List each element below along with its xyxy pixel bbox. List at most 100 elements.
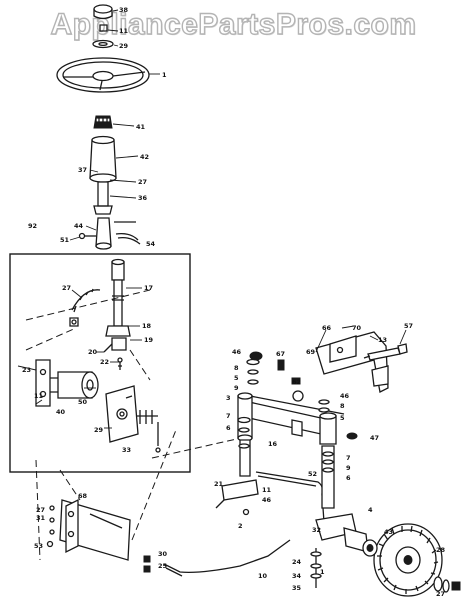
spindle-right[interactable] bbox=[315, 412, 369, 553]
part-label-46[interactable]: 46 bbox=[232, 348, 242, 356]
spindle-left[interactable] bbox=[215, 392, 259, 516]
part-label-42[interactable]: 42 bbox=[140, 153, 149, 161]
part-label-16[interactable]: 16 bbox=[268, 440, 278, 448]
part-label-5-right[interactable]: 5 bbox=[340, 414, 345, 422]
part-label-1[interactable]: 1 bbox=[162, 71, 167, 79]
part-label-54[interactable]: 54 bbox=[146, 240, 156, 248]
steering-washer[interactable] bbox=[92, 39, 114, 49]
part-label-43[interactable]: 43 bbox=[384, 528, 393, 536]
wheel-hardware[interactable] bbox=[433, 576, 461, 593]
part-label-25[interactable]: 25 bbox=[158, 562, 168, 570]
part-label-33[interactable]: 33 bbox=[122, 446, 131, 454]
part-label-20[interactable]: 20 bbox=[88, 348, 98, 356]
steering-bellows[interactable] bbox=[89, 135, 117, 183]
pinion-assembly[interactable] bbox=[103, 325, 131, 370]
part-label-69[interactable]: 69 bbox=[306, 348, 316, 356]
part-label-13[interactable]: 13 bbox=[378, 336, 387, 344]
part-label-38[interactable]: 38 bbox=[119, 6, 129, 14]
part-label-66[interactable]: 66 bbox=[322, 324, 332, 332]
cap-left[interactable] bbox=[249, 351, 263, 361]
part-label-37[interactable]: 37 bbox=[78, 166, 87, 174]
part-label-47[interactable]: 47 bbox=[370, 434, 379, 442]
part-label-5[interactable]: 5 bbox=[234, 374, 239, 382]
part-label-3[interactable]: 3 bbox=[226, 394, 231, 402]
steering-bracket-plate[interactable] bbox=[105, 385, 139, 443]
wheel-hub-left[interactable] bbox=[362, 539, 378, 557]
part-label-9[interactable]: 9 bbox=[234, 384, 239, 392]
part-label-50[interactable]: 50 bbox=[78, 398, 88, 406]
part-label-27-wheel[interactable]: 27 bbox=[436, 590, 445, 598]
steering-cap[interactable] bbox=[93, 4, 113, 20]
part-label-4[interactable]: 4 bbox=[368, 506, 373, 514]
part-label-67[interactable]: 67 bbox=[276, 350, 285, 358]
part-label-52[interactable]: 52 bbox=[308, 470, 317, 478]
drag-link[interactable] bbox=[163, 539, 291, 577]
part-label-24[interactable]: 24 bbox=[292, 558, 302, 566]
spindle-hardware-lower[interactable] bbox=[310, 548, 322, 588]
subassembly-box bbox=[9, 253, 191, 473]
part-label-1-lower[interactable]: 1 bbox=[320, 568, 325, 576]
part-label-21[interactable]: 21 bbox=[214, 480, 224, 488]
part-label-27-plate[interactable]: 27 bbox=[36, 506, 45, 514]
part-label-92[interactable]: 92 bbox=[28, 222, 37, 230]
part-label-17[interactable]: 17 bbox=[144, 284, 153, 292]
grease-fitting[interactable] bbox=[277, 359, 301, 385]
steering-shaft-upper[interactable] bbox=[93, 181, 113, 215]
part-label-11-spindle[interactable]: 11 bbox=[262, 486, 272, 494]
part-label-44[interactable]: 44 bbox=[74, 222, 84, 230]
part-label-41[interactable]: 41 bbox=[136, 123, 146, 131]
axle-support-bracket[interactable] bbox=[315, 331, 389, 393]
part-label-46-right[interactable]: 46 bbox=[340, 392, 350, 400]
washer-stack-right[interactable] bbox=[318, 399, 358, 473]
part-label-53[interactable]: 53 bbox=[34, 542, 43, 550]
cam-bearing[interactable] bbox=[42, 371, 99, 399]
part-label-8-right[interactable]: 8 bbox=[340, 402, 345, 410]
part-label-36[interactable]: 36 bbox=[138, 194, 148, 202]
steering-adapter[interactable] bbox=[93, 115, 113, 129]
mounting-plate-left[interactable] bbox=[59, 498, 131, 561]
part-label-11[interactable]: 11 bbox=[119, 27, 129, 35]
part-label-27[interactable]: 27 bbox=[138, 178, 147, 186]
part-label-10[interactable]: 10 bbox=[258, 572, 268, 580]
part-label-62[interactable]: 62 bbox=[292, 378, 301, 386]
part-label-23[interactable]: 23 bbox=[22, 366, 31, 374]
part-label-29-bracket[interactable]: 29 bbox=[94, 426, 104, 434]
part-label-22[interactable]: 22 bbox=[100, 358, 109, 366]
steering-wheel[interactable] bbox=[56, 57, 150, 93]
part-label-27-sector[interactable]: 27 bbox=[62, 284, 71, 292]
fastener-set-left[interactable] bbox=[46, 505, 55, 548]
part-label-6[interactable]: 6 bbox=[226, 424, 231, 432]
part-label-46-spindle[interactable]: 46 bbox=[262, 496, 272, 504]
front-wheel[interactable] bbox=[373, 523, 443, 597]
part-label-57[interactable]: 57 bbox=[404, 322, 413, 330]
hardware-stack[interactable] bbox=[136, 410, 161, 453]
part-label-18[interactable]: 18 bbox=[142, 322, 152, 330]
part-label-8[interactable]: 8 bbox=[234, 364, 239, 372]
part-label-11-bracket[interactable]: 11 bbox=[34, 392, 44, 400]
spring-pin[interactable] bbox=[114, 221, 141, 245]
part-label-30[interactable]: 30 bbox=[158, 550, 168, 558]
part-label-19[interactable]: 19 bbox=[144, 336, 154, 344]
part-label-40[interactable]: 40 bbox=[56, 408, 66, 416]
part-label-51[interactable]: 51 bbox=[60, 236, 70, 244]
part-label-7-right[interactable]: 7 bbox=[346, 454, 351, 462]
part-label-7[interactable]: 7 bbox=[226, 412, 231, 420]
part-label-28[interactable]: 28 bbox=[436, 546, 446, 554]
steering-bolt[interactable] bbox=[99, 24, 108, 32]
part-label-32[interactable]: 32 bbox=[312, 526, 321, 534]
part-label-31[interactable]: 31 bbox=[36, 514, 46, 522]
small-bracket[interactable] bbox=[35, 359, 51, 407]
part-label-9-right[interactable]: 9 bbox=[346, 464, 351, 472]
part-label-6-right[interactable]: 6 bbox=[346, 474, 351, 482]
part-label-29[interactable]: 29 bbox=[119, 42, 129, 50]
part-label-68[interactable]: 68 bbox=[78, 492, 88, 500]
bolt-set-lower[interactable] bbox=[143, 555, 151, 573]
sector-gear[interactable] bbox=[69, 288, 101, 327]
pivot-bolt[interactable] bbox=[363, 343, 408, 361]
part-label-35[interactable]: 35 bbox=[292, 584, 302, 592]
steering-shaft-coupling[interactable] bbox=[78, 217, 112, 250]
part-label-2[interactable]: 2 bbox=[238, 522, 243, 530]
steering-shaft-lower[interactable] bbox=[111, 258, 125, 327]
part-label-34[interactable]: 34 bbox=[292, 572, 302, 580]
part-label-70[interactable]: 70 bbox=[352, 324, 362, 332]
